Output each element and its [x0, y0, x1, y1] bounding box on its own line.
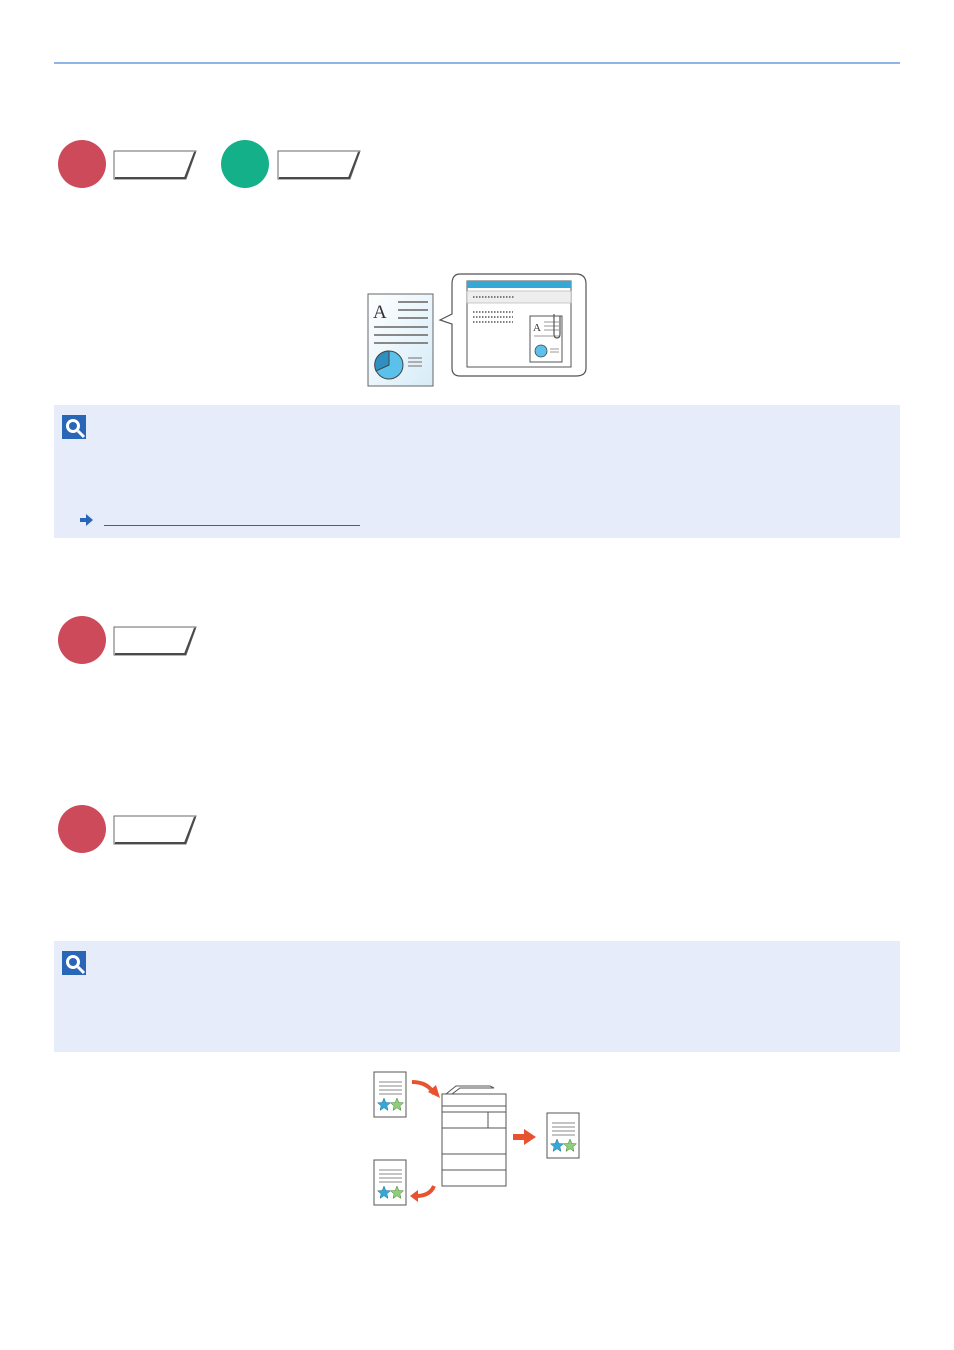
function-key-tab [112, 150, 198, 180]
function-key-tab [112, 626, 198, 656]
function-key-circle-red [58, 616, 106, 664]
document-to-screen-illustration: A A [360, 270, 590, 390]
header-rule [54, 62, 900, 64]
arrow-right-icon [78, 513, 94, 526]
svg-text:A: A [533, 322, 541, 334]
function-key-circle-green [221, 140, 269, 188]
function-key-tab [112, 815, 198, 845]
note-box-2 [54, 941, 900, 1052]
note-icon [62, 951, 86, 975]
note-box-1 [54, 405, 900, 538]
reference-link[interactable] [104, 513, 360, 526]
copier-output-illustration [370, 1068, 586, 1210]
function-key-circle-red [58, 140, 106, 188]
note-icon [62, 415, 86, 439]
svg-text:A: A [373, 302, 387, 323]
function-key-circle-red [58, 805, 106, 853]
function-key-tab [276, 150, 362, 180]
